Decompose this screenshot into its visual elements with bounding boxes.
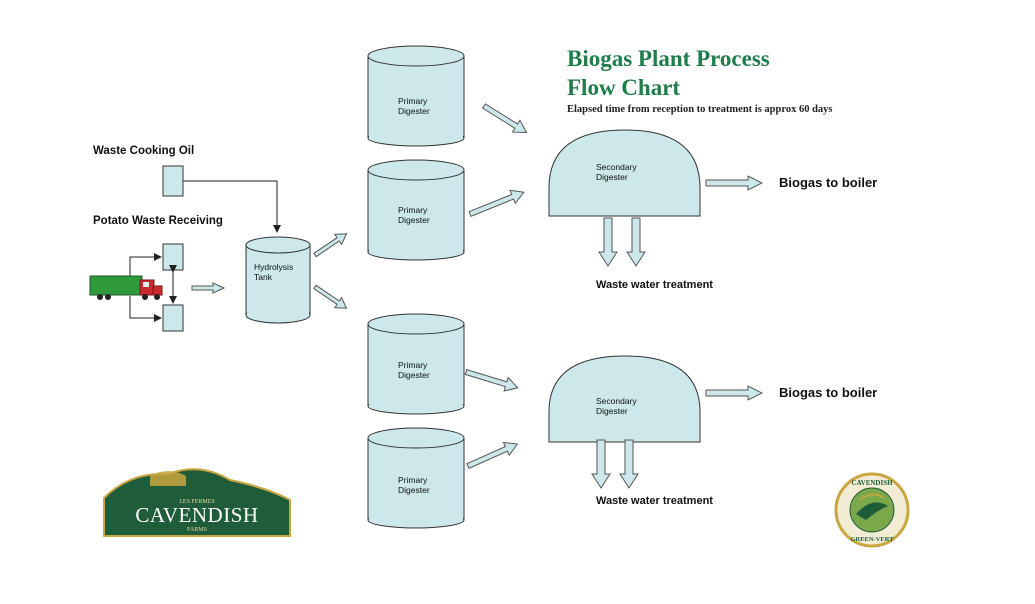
subtitle: Elapsed time from reception to treatment…: [567, 104, 833, 115]
primary1-to-secondary1-arrow: [481, 103, 528, 134]
hydrolysis-tank-label: Hydrolysis Tank: [254, 262, 294, 282]
svg-text:FARMS: FARMS: [187, 527, 207, 533]
svg-text:CAVENDISH: CAVENDISH: [851, 479, 893, 487]
biogas-arrow-1: [705, 175, 764, 191]
waste-arrow-1a: [598, 217, 618, 267]
title-line-2: Flow Chart: [567, 75, 681, 100]
primary-digester-2-label: Primary Digester: [398, 205, 430, 225]
title-line-1: Biogas Plant Process: [567, 46, 770, 71]
page-title: Biogas Plant Process Flow Chart: [567, 44, 770, 102]
svg-text:LES FERMES: LES FERMES: [179, 499, 215, 505]
cavendish-logo-text: CAVENDISH: [135, 503, 258, 527]
waste-arrow-1b: [626, 217, 646, 267]
primary-digester-1-label: Primary Digester: [398, 96, 430, 116]
truck-to-lower-box-line: [129, 296, 162, 322]
svg-text:GREEN-VERT: GREEN-VERT: [850, 536, 894, 543]
biogas-arrow-2: [705, 385, 764, 401]
waste-water-label-1: Waste water treatment: [596, 279, 713, 291]
to-hydrolysis-arrow: [191, 282, 226, 294]
waste-arrow-2a: [591, 439, 611, 489]
primary4-to-secondary2-arrow: [466, 441, 519, 469]
secondary-digester-1-label: Secondary Digester: [596, 162, 637, 182]
hydrolysis-tank: [245, 236, 311, 324]
green-vert-logo: CAVENDISH GREEN-VERT: [834, 472, 910, 548]
primary-digester-1: [367, 45, 465, 147]
potato-box-upper: [162, 243, 184, 271]
primary-digester-3-label: Primary Digester: [398, 360, 430, 380]
waste-oil-box: [162, 165, 184, 197]
oil-to-hydrolysis-line: [183, 180, 281, 233]
hydrolysis-to-primary-upper-arrow: [313, 233, 348, 258]
biogas-to-boiler-label-2: Biogas to boiler: [779, 385, 878, 400]
secondary-digester-2: [548, 355, 701, 443]
hydrolysis-to-primary-lower-arrow: [313, 284, 348, 309]
biogas-to-boiler-label-1: Biogas to boiler: [779, 175, 878, 190]
potato-box-lower: [162, 304, 184, 332]
truck-to-upper-box-line: [129, 253, 162, 276]
primary-digester-2: [367, 159, 465, 261]
primary-digester-3: [367, 313, 465, 415]
primary2-to-secondary1-arrow: [468, 189, 525, 217]
waste-arrow-2b: [619, 439, 639, 489]
potato-waste-label: Potato Waste Receiving: [93, 215, 223, 227]
secondary-digester-1: [548, 129, 701, 217]
truck-icon: [89, 275, 163, 300]
waste-cooking-oil-label: Waste Cooking Oil: [93, 145, 195, 157]
primary3-to-secondary2-arrow: [464, 368, 519, 392]
primary-digester-4: [367, 427, 465, 529]
waste-water-label-2: Waste water treatment: [596, 495, 713, 507]
secondary-digester-2-label: Secondary Digester: [596, 396, 637, 416]
cavendish-farms-logo: LES FERMES CAVENDISH FARMS: [103, 468, 291, 537]
primary-digester-4-label: Primary Digester: [398, 475, 430, 495]
